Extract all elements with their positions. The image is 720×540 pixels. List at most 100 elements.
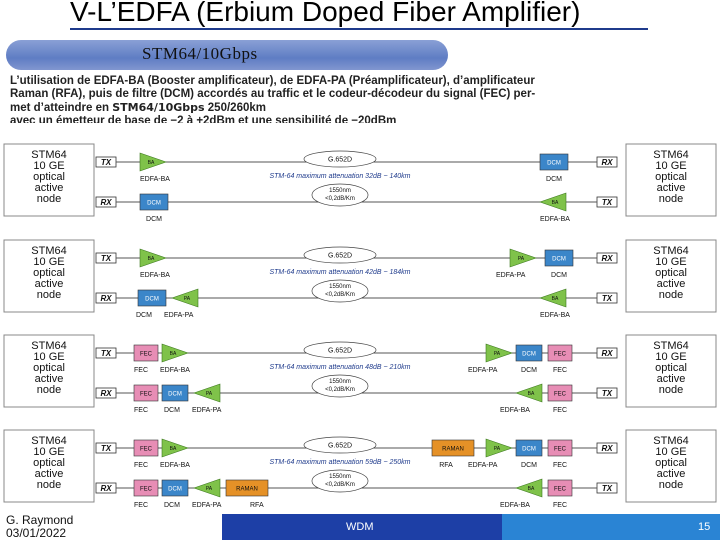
scenario-2-pa-rx — [509, 248, 537, 268]
scenario-3-left-node-box — [3, 334, 95, 408]
scenario-4-left-rx-label: RX — [100, 484, 112, 493]
scenario-4-fec-lx-label: FEC — [140, 487, 153, 493]
scenario-4-left-node-box — [3, 429, 95, 503]
scenario-4-left-node-label: active — [35, 468, 64, 480]
scenario-3-caption: STM-64 maximum attenuation 48dB ~ 210km — [269, 364, 410, 371]
intro-line-3c: 250/260km — [204, 102, 266, 114]
scenario-3-fec-rx2-caption: FEC — [553, 407, 567, 414]
scenario-1-left-rx-label: RX — [100, 198, 112, 207]
scenario-3-left-rx-label: RX — [100, 389, 112, 398]
scenario-4-pa-lx-caption: EDFA-PA — [192, 502, 222, 509]
scenario-3-ba-rx-caption: EDFA-BA — [500, 407, 530, 414]
scenario-4-right-node-label: 10 GE — [655, 446, 686, 458]
footer-center-band — [222, 514, 502, 540]
scenario-4-fec-lx — [133, 479, 159, 497]
scenario-4-left-node-label: 10 GE — [33, 446, 64, 458]
scenario-2-caption: STM-64 maximum attenuation 42dB ~ 184km — [269, 269, 410, 276]
scenario-3-fec-rx2 — [547, 384, 573, 402]
scenario-4-right-rx-label: RX — [601, 444, 613, 453]
scenario-4-dcm-rx — [515, 439, 543, 457]
scenario-3-pa-lx — [193, 383, 221, 403]
scenario-3-dcm-lx-label: DCM — [168, 392, 182, 398]
scenario-3-pa-lx-caption: EDFA-PA — [192, 407, 222, 414]
scenario-4-right-node-label: active — [657, 468, 686, 480]
scenario-4-fec-tx — [133, 439, 159, 457]
scenario-1-dcm-lx-caption: DCM — [146, 216, 162, 223]
scenario-1-ba-rx-caption: EDFA-BA — [540, 216, 570, 223]
scenario-2-spec-tag — [311, 279, 369, 303]
scenario-1-left-tx-label: TX — [101, 158, 112, 167]
scenario-3-fec-rx-caption: FEC — [553, 367, 567, 374]
scenario-3-dcm-rx-label: DCM — [522, 352, 536, 358]
scenario-2-right-tx-label: TX — [602, 294, 613, 303]
scenario-1-right-node-label: optical — [655, 171, 687, 183]
scenario-4-spec-attenuation: <0,2dB/Km — [325, 482, 355, 488]
scenario-1-spec-tag — [311, 183, 369, 207]
slide-title: V-L’EDFA (Erbium Doped Fiber Amplifier) — [70, 0, 581, 27]
scenario-3-right-node-label: optical — [655, 362, 687, 374]
scenario-3-fec-lx — [133, 384, 159, 402]
scenario-3-ba-tx — [161, 343, 189, 363]
scenario-1-right-node-label: active — [657, 182, 686, 194]
scenario-2-ba-rx — [539, 288, 567, 308]
scenario-3-fec-rx2-label: FEC — [554, 392, 567, 398]
scenario-3-spec-tag — [311, 374, 369, 398]
scenario-3-ba-tx-caption: EDFA-BA — [160, 367, 190, 374]
scenario-3-fec-tx — [133, 344, 159, 362]
scenario-3-spec-wavelength: 1550nm — [329, 379, 351, 385]
scenario-2-ba-tx — [139, 248, 167, 268]
intro-line-4: avec un émetteur de base de −2 à +2dBm e… — [10, 115, 397, 123]
footer-author: G. Raymond 03/01/2022 — [6, 514, 73, 540]
scenario-1-ba-tx-caption: EDFA-BA — [140, 176, 170, 183]
scenario-3-dcm-lx — [161, 384, 189, 402]
scenario-3-right-node-label: STM64 — [653, 340, 688, 352]
scenario-1-fiber-tag — [303, 150, 377, 168]
title-underline — [70, 28, 648, 30]
scenario-4-ba-tx-label: BA — [170, 446, 177, 452]
scenario-4-ba-rx-label: BA — [528, 486, 535, 492]
scenario-2-left-rx-label: RX — [100, 294, 112, 303]
scenario-2-dcm-rx — [544, 249, 574, 267]
scenario-4-fec-lx-caption: FEC — [134, 502, 148, 509]
scenario-4-spec-tag — [311, 469, 369, 493]
scenario-3-right-node-label: 10 GE — [655, 351, 686, 363]
scenario-4-right-node-label: optical — [655, 457, 687, 469]
scenario-4-caption: STM-64 maximum attenuation 59dB ~ 250km — [269, 459, 410, 466]
scenario-2-dcm-rx-label: DCM — [552, 257, 566, 263]
scenario-1-dcm-lx — [139, 193, 169, 211]
scenario-1-left-node-label: node — [37, 193, 61, 205]
scenario-3-ba-tx-label: BA — [170, 351, 177, 357]
scenario-2-dcm-rx-caption: DCM — [551, 272, 567, 279]
intro-line-2: Raman (RFA), puis de filtre (DCM) accord… — [10, 88, 536, 100]
scenario-2-left-node-label: active — [35, 278, 64, 290]
scenario-4-dcm-lx-caption: DCM — [164, 502, 180, 509]
scenario-4-fec-rx — [547, 439, 573, 457]
scenario-1-right-rx-label: RX — [601, 158, 613, 167]
page-number: 15 — [698, 521, 711, 533]
scenario-1-dcm-rx-label: DCM — [547, 161, 561, 167]
scenario-3-ba-rx — [515, 383, 543, 403]
scenario-3-fec-lx-label: FEC — [140, 392, 153, 398]
intro-line-3: met d’atteindre en STM64/10Gbps 250/260k… — [10, 101, 710, 115]
scenario-4-fiber-label: G.652D — [328, 443, 352, 450]
scenario-3-right-node-box — [625, 334, 717, 408]
scenario-2-ba-rx-caption: EDFA-BA — [540, 312, 570, 319]
scenario-3-left-node-label: 10 GE — [33, 351, 64, 363]
scenario-3-pa-lx-label: PA — [206, 391, 213, 397]
scenario-2-dcm-lx — [137, 289, 167, 307]
scenario-4-fec-rx-caption: FEC — [553, 462, 567, 469]
scenario-2-left-node-label: 10 GE — [33, 256, 64, 268]
scenario-2-right-node-label: node — [659, 289, 683, 301]
scenario-1-ba-tx — [139, 152, 167, 172]
scenario-4-dcm-lx — [161, 479, 189, 497]
scenario-3-fiber-label: G.652D — [328, 348, 352, 355]
scenario-3-left-tx-label: TX — [101, 349, 112, 358]
footer: G. Raymond 03/01/2022 WDM 15 — [0, 514, 720, 540]
scenario-1-ba-tx-label: BA — [148, 160, 155, 166]
banner-text: STM64/10Gbps — [142, 44, 258, 63]
intro-line-1: L’utilisation de EDFA-BA (Booster amplif… — [10, 75, 535, 87]
scenario-3-fec-tx-label: FEC — [140, 352, 153, 358]
banner-pill — [6, 40, 448, 70]
scenario-3-fiber-tag — [303, 341, 377, 359]
